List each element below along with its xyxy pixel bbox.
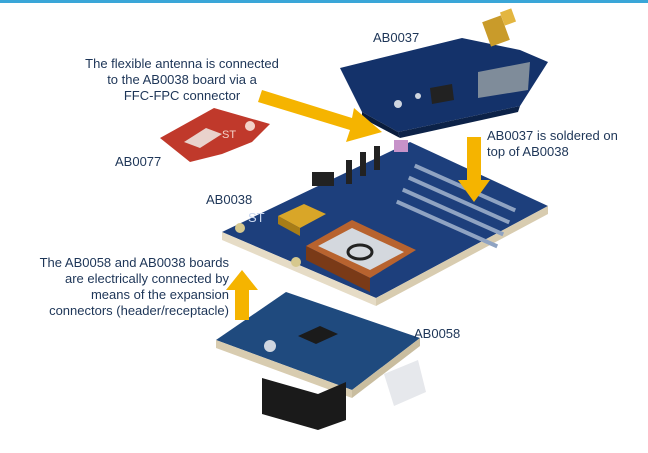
ab0038-logo: ST — [248, 210, 265, 225]
label-ab0077: AB0077 — [115, 154, 162, 169]
arrow-antenna-to-ab0038 — [258, 90, 382, 142]
expansion-note-line: means of the expansion — [90, 287, 229, 302]
expansion-note-line: are electrically connected by — [64, 271, 229, 286]
antenna-logo: ST — [222, 129, 236, 141]
arrow-ab0058-up — [226, 270, 258, 320]
soldered-note-line: AB0037 is soldered on — [487, 128, 618, 143]
label-ab0058: AB0058 — [414, 326, 461, 341]
antenna-note-line: FFC-FPC connector — [123, 88, 241, 103]
ab0077-antenna: ST — [160, 108, 270, 162]
label-ab0037: AB0037 — [373, 30, 420, 45]
expansion-note-line: connectors (header/receptacle) — [49, 303, 229, 318]
antenna-note: The flexible antenna is connected to the… — [62, 56, 302, 104]
top-accent-line — [0, 0, 648, 3]
label-ab0038: AB0038 — [206, 192, 253, 207]
soldered-note: AB0037 is soldered on top of AB0038 — [487, 128, 618, 160]
antenna-note-line: The flexible antenna is connected — [85, 56, 279, 71]
soldered-note-line: top of AB0038 — [487, 144, 569, 159]
expansion-note-line: The AB0058 and AB0038 boards — [39, 255, 229, 270]
arrow-ab0037-down — [458, 137, 490, 202]
antenna-note-line: to the AB0038 board via a — [107, 72, 257, 87]
ab0037-board — [340, 8, 548, 138]
ab0038-board: ST — [222, 140, 548, 306]
ab0058-board — [216, 292, 426, 430]
expansion-note: The AB0058 and AB0038 boards are electri… — [16, 255, 229, 319]
